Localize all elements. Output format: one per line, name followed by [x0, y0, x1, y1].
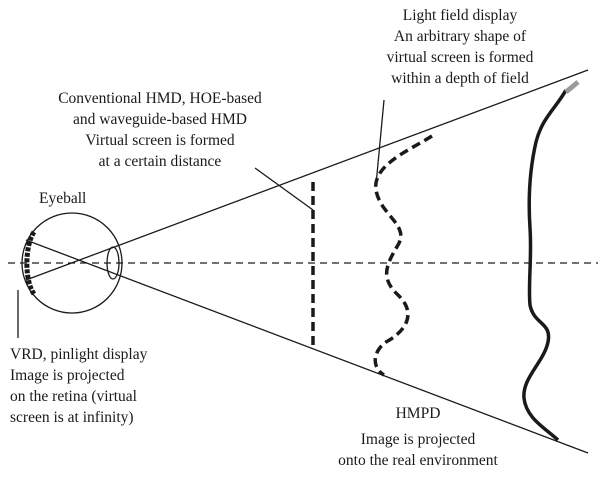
cone-upper-line — [25, 69, 589, 281]
hmpd-line-3: onto the real environment — [338, 452, 498, 469]
light-field-line-4: within a depth of field — [391, 70, 529, 87]
conventional-line-4: at a certain distance — [99, 153, 222, 170]
hmpd-image-curve — [522, 89, 568, 442]
vrd-line-2: Image is projected — [10, 367, 125, 384]
conventional-line-2: and waveguide-based HMD — [73, 111, 247, 128]
cone-lower-line — [25, 239, 589, 454]
hmpd-gray-tip — [564, 80, 580, 94]
eye-lens — [106, 246, 120, 280]
light-field-label: Light field display An arbitrary shape o… — [387, 7, 534, 87]
eyeball-circle — [21, 212, 123, 314]
hmpd-line-2: Image is projected — [361, 431, 476, 448]
vrd-line-1: VRD, pinlight display — [10, 346, 148, 363]
conventional-hmd-label: Conventional HMD, HOE-based and waveguid… — [58, 90, 262, 170]
vrd-line-4: screen is at infinity) — [10, 409, 134, 426]
hmpd-label: HMPD Image is projected onto the real en… — [338, 405, 498, 469]
hmpd-line-1: HMPD — [396, 405, 441, 422]
light-field-line-1: Light field display — [403, 7, 518, 24]
leader-conventional — [254, 167, 314, 211]
vrd-label: VRD, pinlight display Image is projected… — [10, 346, 148, 426]
leader-light-field — [375, 99, 385, 186]
light-field-virtual-screen — [373, 134, 433, 377]
light-field-line-3: virtual screen is formed — [387, 49, 534, 66]
vrd-line-3: on the retina (virtual — [10, 388, 137, 405]
light-field-line-2: An arbitrary shape of — [394, 28, 527, 45]
eyeball-label: Eyeball — [39, 190, 86, 207]
conventional-line-1: Conventional HMD, HOE-based — [58, 90, 262, 107]
conventional-line-3: Virtual screen is formed — [85, 132, 235, 149]
